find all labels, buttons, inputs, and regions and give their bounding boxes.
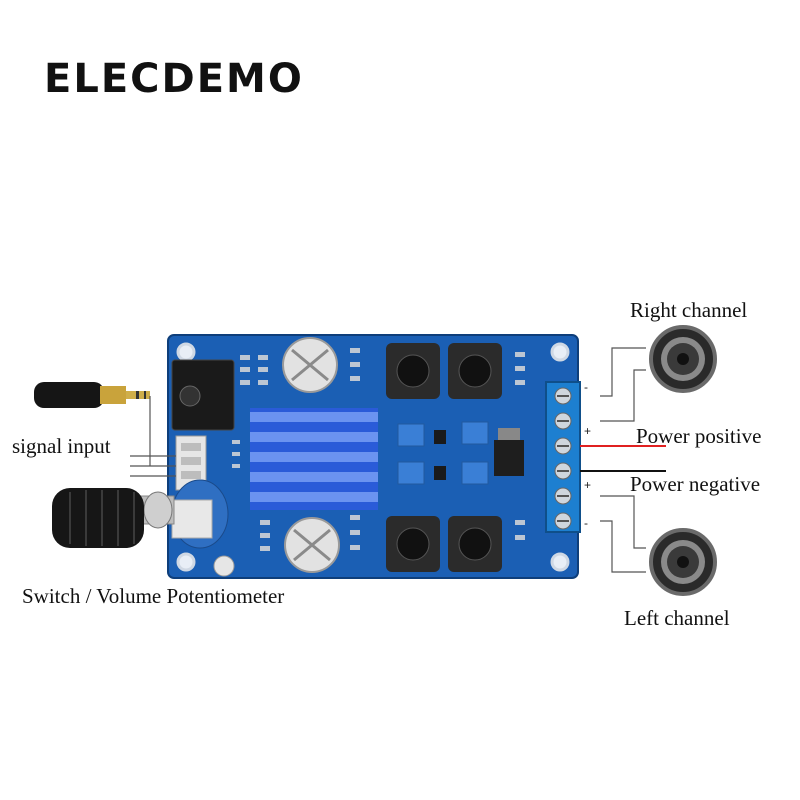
left-speaker-wires (600, 495, 646, 573)
left-channel-label: Left channel (624, 606, 730, 630)
right-minus-mark: - (584, 380, 588, 394)
small-capacitor (213, 555, 235, 577)
capacitor-bottom (284, 517, 340, 573)
center-chips (434, 430, 446, 480)
signal-input-label: signal input (12, 434, 111, 458)
inductor-bottom-right (448, 516, 502, 572)
right-speaker-icon (649, 325, 717, 393)
signal-input-pointer (130, 396, 176, 477)
regulator-chip (494, 428, 524, 476)
left-minus-mark: - (584, 516, 588, 530)
audio-jack-socket (171, 359, 235, 431)
right-channel-label: Right channel (630, 298, 748, 322)
power-negative-label: Power negative (630, 472, 761, 496)
left-speaker-icon (649, 528, 717, 596)
capacitor-top (282, 337, 338, 393)
right-plus-mark: + (584, 424, 592, 438)
inductor-top-right (448, 343, 502, 399)
heatsink (250, 408, 378, 510)
inductor-top-left (386, 343, 440, 399)
inductor-bottom-left (386, 516, 440, 572)
left-plus-mark: + (584, 478, 592, 492)
brand-logo: ELECDEMO (44, 56, 304, 102)
audio-plug-icon (34, 382, 150, 408)
right-speaker-wires (600, 347, 646, 422)
terminal-block (545, 381, 581, 533)
switch-volume-label: Switch / Volume Potentiometer (22, 584, 285, 608)
signal-input-header (175, 435, 207, 491)
film-capacitors (397, 421, 489, 485)
power-positive-label: Power positive (636, 424, 762, 448)
volume-knob (52, 479, 229, 549)
